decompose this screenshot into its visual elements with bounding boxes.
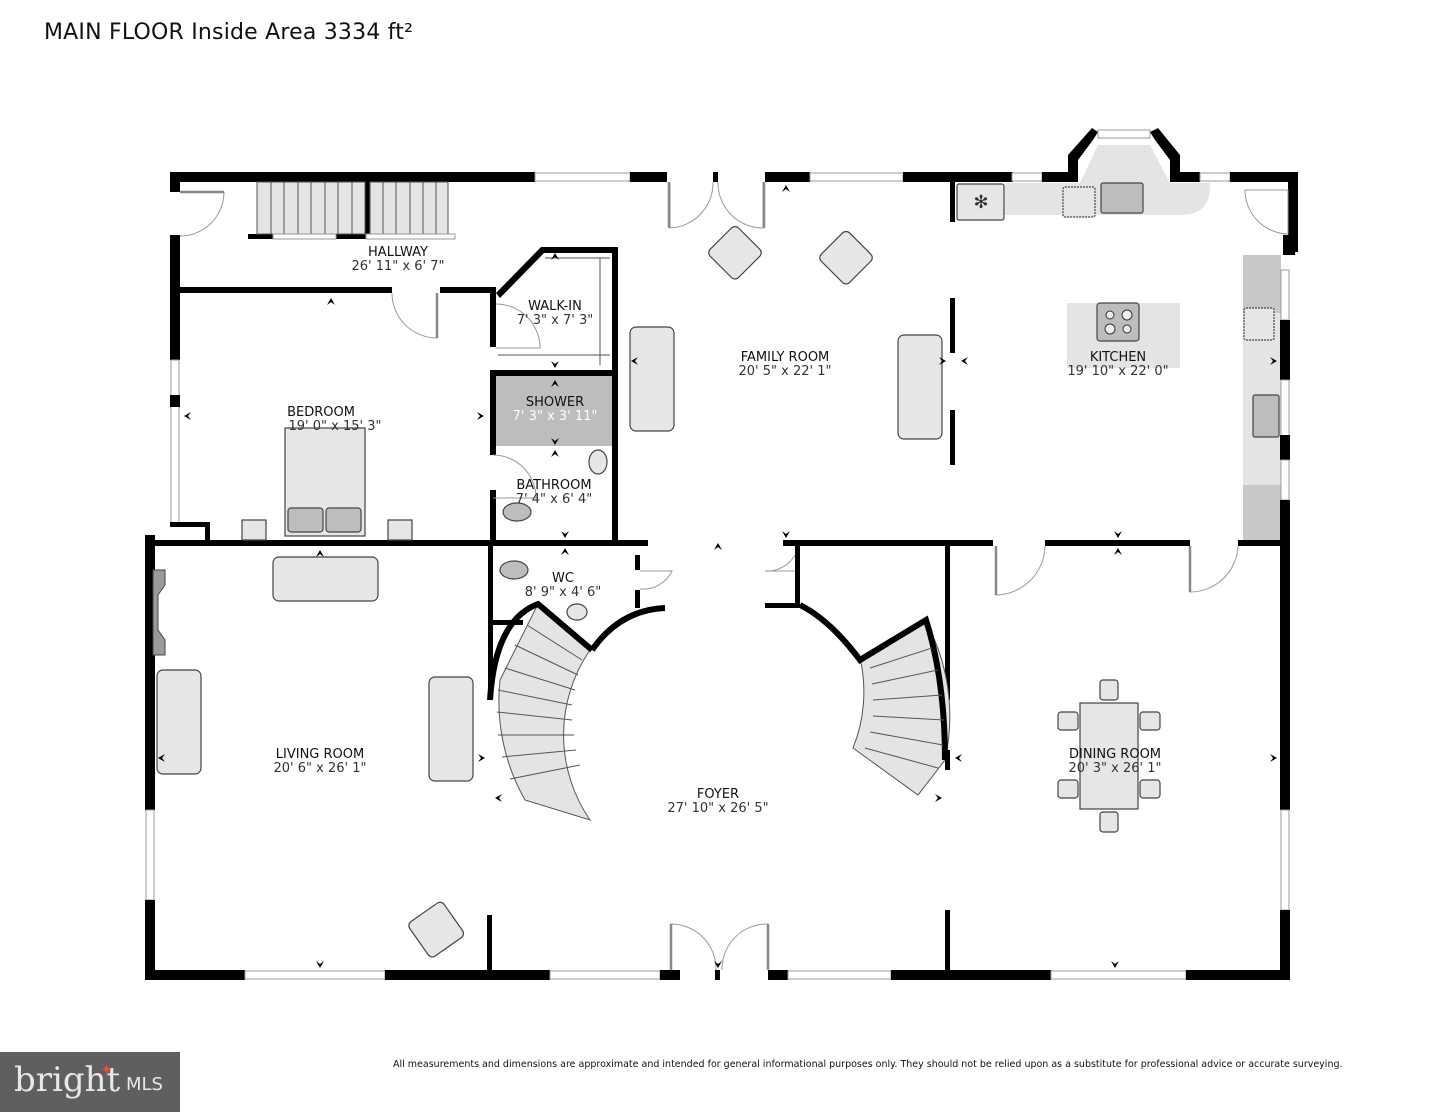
room-dims-kitchen: 19' 10" x 22' 0" — [1067, 364, 1168, 379]
room-label-foyer: FOYER — [697, 787, 739, 802]
room-label-shower: SHOWER — [526, 395, 584, 410]
doors — [179, 181, 1289, 971]
room-label-dining-room: DINING ROOM — [1069, 747, 1161, 762]
floor-title: MAIN FLOOR Inside Area 3334 ft² — [44, 20, 414, 45]
curved-stairs-right — [798, 602, 951, 796]
closet-shelves — [498, 257, 610, 365]
room-label-walk-in: WALK-IN — [528, 299, 582, 314]
logo-wordmark: bright — [14, 1060, 121, 1100]
room-dims-shower: 7' 3" x 3' 11" — [513, 409, 598, 424]
disclaimer-text: All measurements and dimensions are appr… — [393, 1059, 1343, 1070]
bright-mls-logo: bright ✦ MLS — [0, 1052, 180, 1112]
room-dims-bathroom: 7' 4" x 6' 4" — [516, 492, 592, 507]
logo-suffix: MLS — [126, 1074, 163, 1095]
room-dims-family-room: 20' 5" x 22' 1" — [739, 364, 832, 379]
room-label-bathroom: BATHROOM — [516, 478, 591, 493]
room-dims-wc: 8' 9" x 4' 6" — [525, 585, 601, 600]
curved-stairs-left — [487, 600, 666, 821]
room-labels: HALLWAY 26' 11" x 6' 7" WALK-IN 7' 3" x … — [274, 245, 1169, 816]
walls — [145, 128, 1298, 980]
room-dims-hallway: 26' 11" x 6' 7" — [352, 259, 445, 274]
furniture: ✻ — [152, 182, 1280, 958]
room-label-hallway: HALLWAY — [368, 245, 428, 260]
room-dims-living-room: 20' 6" x 26' 1" — [274, 761, 367, 776]
logo-star-icon: ✦ — [100, 1060, 114, 1079]
room-dims-walk-in: 7' 3" x 7' 3" — [517, 313, 593, 328]
room-dims-bedroom: 19' 0" x 15' 3" — [289, 419, 382, 434]
room-label-wc: WC — [552, 571, 574, 586]
room-label-living-room: LIVING ROOM — [276, 747, 364, 762]
room-dims-foyer: 27' 10" x 26' 5" — [667, 801, 768, 816]
straight-stairs — [256, 181, 456, 240]
room-label-bedroom: BEDROOM — [287, 405, 355, 420]
room-label-family-room: FAMILY ROOM — [741, 350, 830, 365]
svg-text:✻: ✻ — [973, 192, 988, 213]
shower-area — [496, 376, 612, 446]
room-dims-dining-room: 20' 3" x 26' 1" — [1069, 761, 1162, 776]
room-label-kitchen: KITCHEN — [1090, 350, 1146, 365]
dimension-arrows — [158, 185, 1277, 968]
